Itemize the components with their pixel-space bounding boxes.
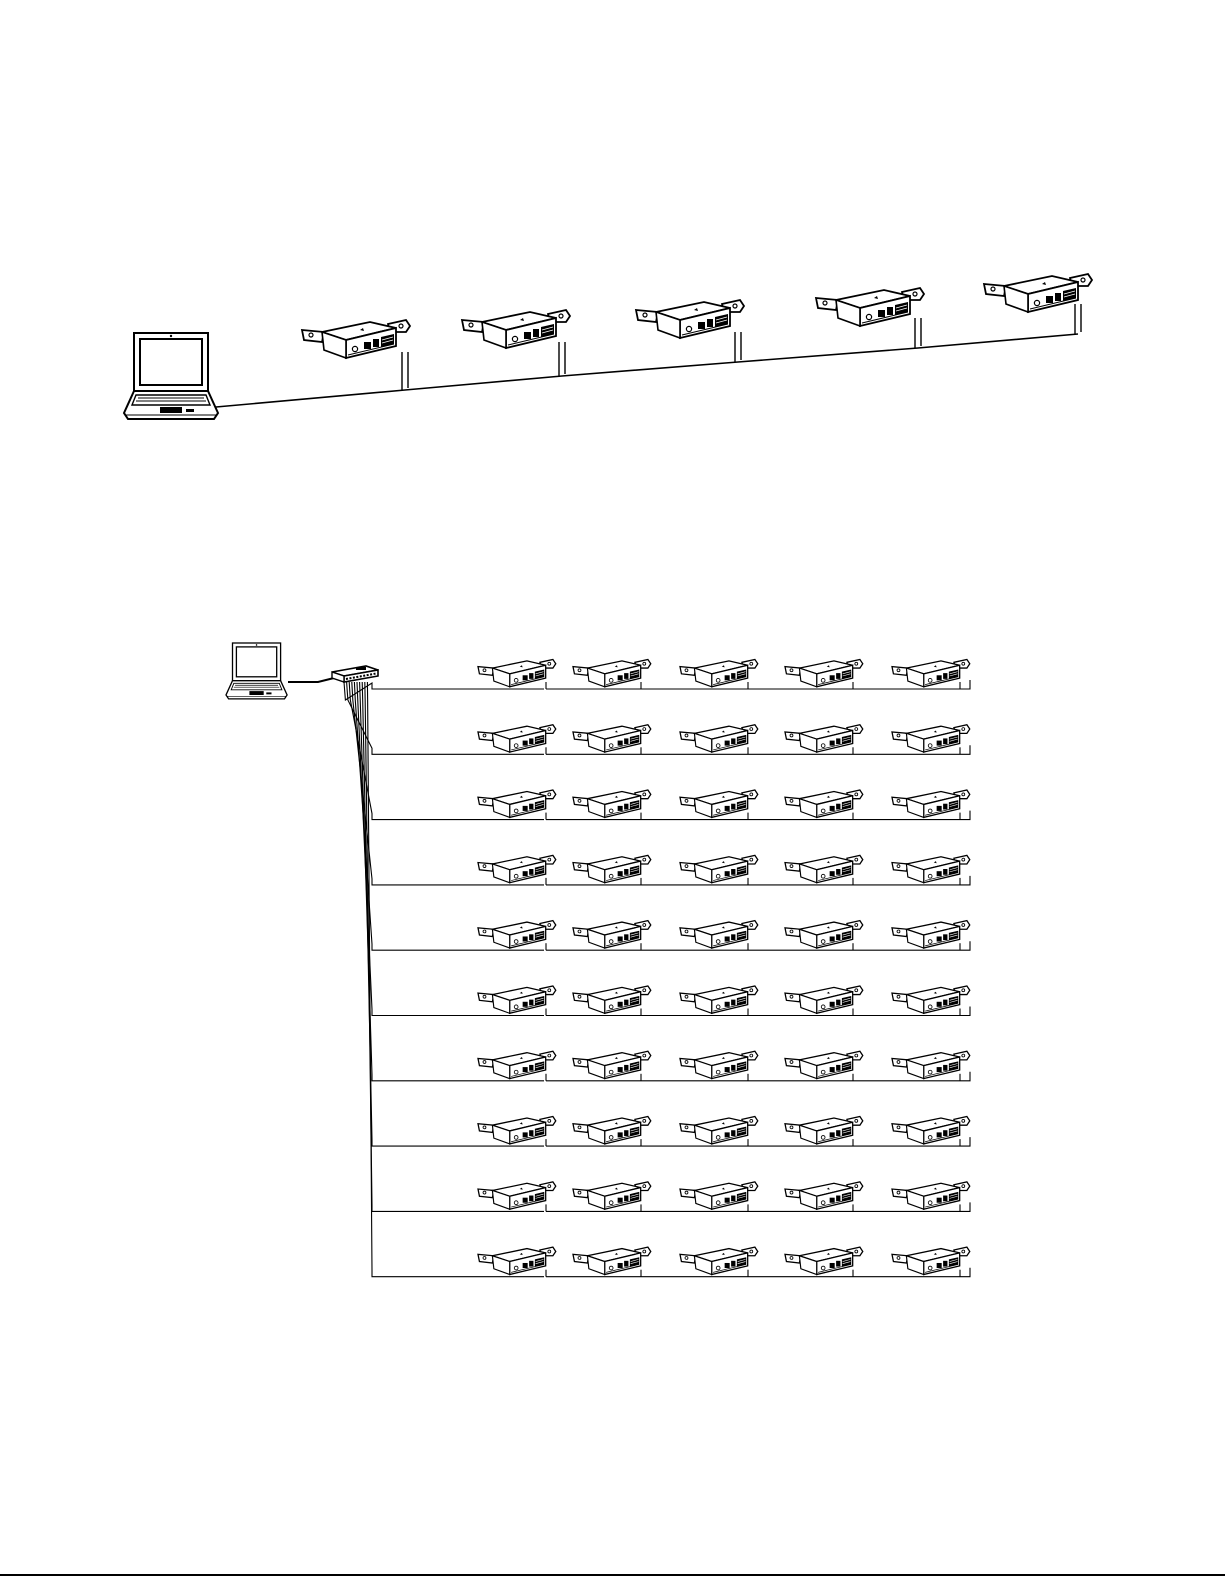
amplifier-unit-icon [892,921,970,948]
amplifier-unit-icon [680,1117,758,1144]
amplifier-unit-icon [462,310,570,348]
amplifier-unit-icon [785,1051,863,1078]
amplifier-unit-icon [785,725,863,752]
amplifier-unit-icon [573,659,651,686]
amplifier-unit-icon [892,1117,970,1144]
page-bottom-rule [0,1574,1225,1576]
amplifier-unit-icon [892,1182,970,1209]
amplifier-unit-icon [680,1182,758,1209]
amplifier-unit-icon [892,790,970,817]
amplifier-unit-icon [892,1051,970,1078]
amplifier-unit-icon [573,986,651,1013]
amplifier-unit-icon [785,659,863,686]
amplifier-unit-icon [573,1051,651,1078]
link-cable [960,680,970,689]
amplifier-unit-icon [680,659,758,686]
amplifier-unit-icon [478,855,556,882]
amplifier-unit-icon [785,1247,863,1274]
amplifier-unit-icon [573,1182,651,1209]
amplifier-unit-icon [573,790,651,817]
amplifier-unit-icon [680,1247,758,1274]
amplifier-unit-icon [785,986,863,1013]
amplifier-unit-icon [478,1117,556,1144]
amplifier-unit-icon [478,1051,556,1078]
amplifier-unit-icon [680,986,758,1013]
amplifier-unit-icon [573,1247,651,1274]
amplifier-unit-icon [892,725,970,752]
amplifier-unit-icon [478,1247,556,1274]
laptop-icon [124,333,218,419]
branch-cable [352,682,544,885]
amplifier-unit-icon [478,790,556,817]
star-topology-diagram [226,643,970,1277]
amplifier-unit-icon [680,790,758,817]
amplifier-unit-icon [636,300,744,338]
amplifier-unit-icon [892,855,970,882]
amplifier-unit-icon [680,855,758,882]
amplifier-unit-icon [816,288,924,326]
amplifier-unit-icon [478,986,556,1013]
link-cable [960,1072,970,1081]
daisy-chain-diagram [124,274,1092,419]
network-cable [288,678,334,682]
link-cable [960,811,970,820]
amplifier-unit-icon [785,1182,863,1209]
amplifier-unit-icon [785,790,863,817]
amplifier-unit-icon [573,725,651,752]
network-switch-icon [332,666,378,682]
link-cable [960,1268,970,1277]
link-cable [960,876,970,885]
link-cable [960,941,970,950]
amplifier-unit-icon [680,725,758,752]
amplifier-unit-icon [478,921,556,948]
amplifier-unit-icon [680,1051,758,1078]
amplifier-unit-icon [892,659,970,686]
amplifier-unit-icon [785,921,863,948]
amplifier-unit-icon [785,855,863,882]
amplifier-unit-icon [680,921,758,948]
amplifier-unit-icon [573,855,651,882]
link-cable [960,1137,970,1146]
amplifier-unit-icon [892,1247,970,1274]
amplifier-unit-icon [302,320,410,358]
link-cable [960,1202,970,1211]
amplifier-unit-icon [984,274,1092,312]
amplifier-unit-icon [478,725,556,752]
amplifier-unit-icon [785,1117,863,1144]
laptop-icon [226,643,287,699]
link-cable [960,1007,970,1016]
amplifier-unit-icon [573,1117,651,1144]
amplifier-unit-icon [573,921,651,948]
amplifier-unit-icon [478,659,556,686]
amplifier-unit-icon [892,986,970,1013]
amplifier-unit-icon [478,1182,556,1209]
link-cable [960,745,970,754]
